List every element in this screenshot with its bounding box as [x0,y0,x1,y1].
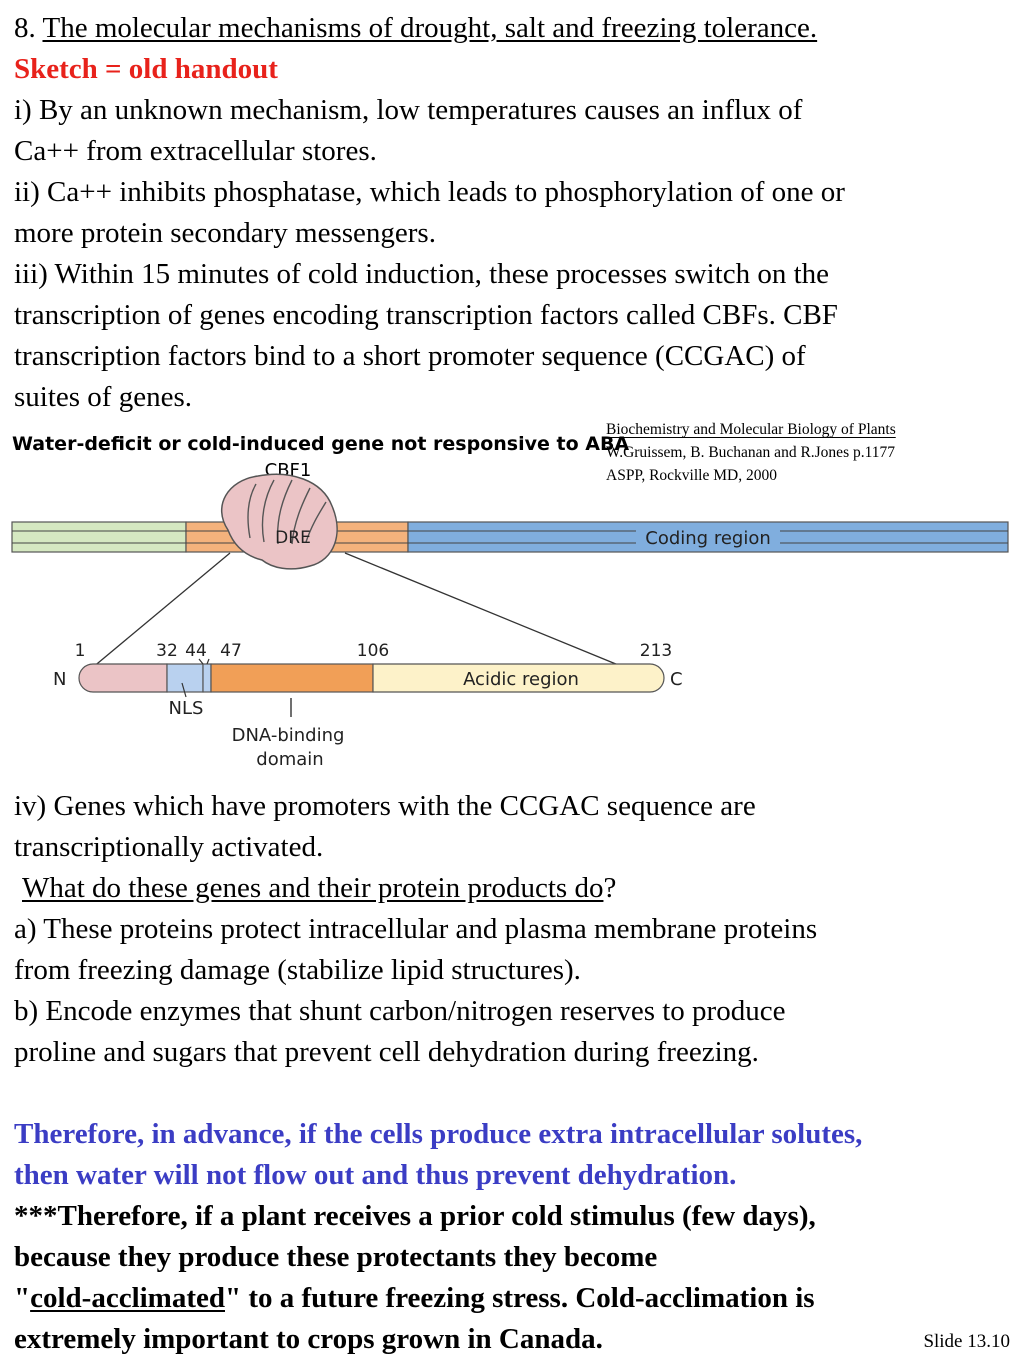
citation-title: Biochemistry and Molecular Biology of Pl… [606,421,896,438]
step-ii-line-1: ii) Ca++ inhibits phosphatase, which lea… [14,176,845,208]
question-text: What do these genes and their protein pr… [22,872,604,904]
zoom-line-left [79,552,231,679]
nls-pointer [181,682,187,698]
heading: 8. The molecular mechanisms of drought, … [14,8,817,49]
question-mark: ? [603,872,617,904]
coding-label-bg [636,525,780,549]
conclusion-line-3: "cold-acclimated" to a future freezing s… [14,1278,815,1319]
linker-region [202,663,212,693]
step-iv-line-2: transcriptionally activated. [14,831,324,863]
citation-authors: W.Gruissem, B. Buchanan and R.Jones p.11… [606,444,896,461]
answer-a-line-2: from freezing damage (stabilize lipid st… [14,954,581,986]
step-ii-line-2: more protein secondary messengers. [14,217,436,249]
dna-binding-region [210,663,374,693]
nls-label: NLS [169,698,204,719]
heading-number: 8. [14,12,36,44]
step-i-line-1: i) By an unknown mechanism, low temperat… [14,94,803,126]
step-iii-line-2: transcription of genes encoding transcri… [14,299,838,331]
cbf1-fold-lines [247,479,327,545]
answer-b-line-2: proline and sugars that prevent cell deh… [14,1036,759,1068]
answer-b-line-1: b) Encode enzymes that shunt carbon/nitr… [14,995,786,1027]
c-terminus-label: C [670,669,683,690]
acidic-region-label: Acidic region [463,669,579,690]
conclusion-blue-line-1: Therefore, in advance, if the cells prod… [14,1118,863,1150]
nls-region [166,663,204,693]
citation: Biochemistry and Molecular Biology of Pl… [606,418,896,487]
acidic-region [372,663,665,693]
n-terminal-region [78,663,168,693]
n-terminus-label: N [53,669,66,690]
dna-binding-label-line-2: domain [256,749,323,770]
conclusion-line-2: because they produce these protectants t… [14,1241,658,1273]
step-i-line-2: Ca++ from extracellular stores. [14,135,377,167]
position-ticks [198,658,210,665]
position-1: 1 [75,641,86,661]
cbf1-protein-shape [221,473,338,570]
conclusion-line-1: ***Therefore, if a plant receives a prio… [14,1200,816,1232]
slide-number: Slide 13.10 [923,1331,1010,1352]
cold-acclimated-term: cold-acclimated [30,1282,225,1314]
zoom-line-right [344,552,651,679]
heading-title: The molecular mechanisms of drought, sal… [42,12,818,44]
figure-title: Water-deficit or cold-induced gene not r… [12,433,629,455]
upstream-segment [11,521,187,553]
step-iii-line-3: transcription factors bind to a short pr… [14,340,806,372]
dna-binding-label-line-1: DNA-binding [232,725,345,746]
citation-publisher: ASPP, Rockville MD, 2000 [606,467,777,484]
cbf1-figure: Water-deficit or cold-induced gene not r… [11,433,1009,770]
step-iv-line-1: iv) Genes which have promoters with the … [14,790,756,822]
step-iii-line-1: iii) Within 15 minutes of cold induction… [14,258,830,290]
conclusion-blue-line-2: then water will not flow out and thus pr… [14,1159,737,1191]
position-213: 213 [640,641,672,661]
dre-label: DRE [275,528,311,548]
step-iii-line-4: suites of genes. [14,381,192,413]
position-47: 47 [220,641,242,661]
conclusion-line-4: extremely important to crops grown in Ca… [14,1323,603,1355]
open-quote: " [14,1282,31,1314]
coding-label: Coding region [645,528,771,549]
conclusion-line-3-rest: " to a future freezing stress. Cold-accl… [225,1282,815,1314]
answer-a-line-1: a) These proteins protect intracellular … [14,913,818,945]
question: What do these genes and their protein pr… [22,868,616,909]
sketch-note: Sketch = old handout [14,53,278,85]
position-44: 44 [185,641,207,661]
position-106: 106 [357,641,389,661]
position-32: 32 [156,641,178,661]
